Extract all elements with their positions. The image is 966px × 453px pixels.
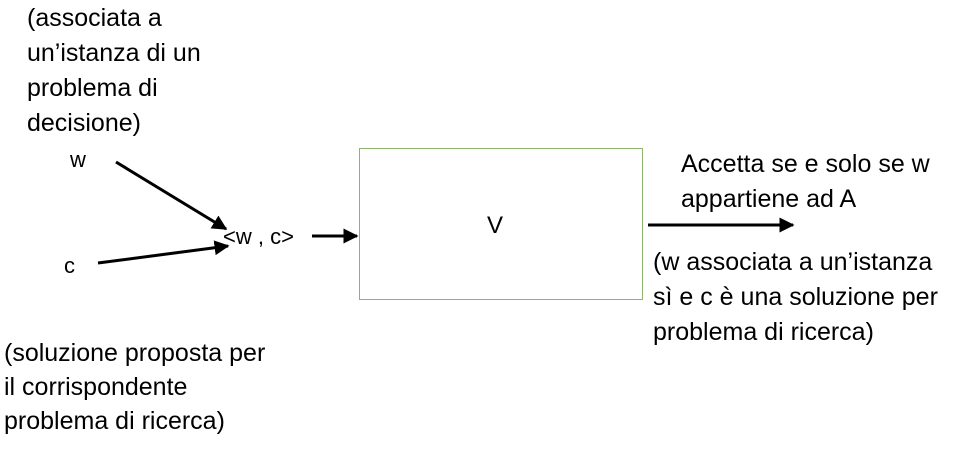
output-note-line-3: problema di ricerca) <box>653 318 874 346</box>
input-c-label: c <box>64 253 75 278</box>
decision-note-line-2: un’istanza di un <box>27 39 201 67</box>
output-note-line-1: (w associata a un’istanza <box>653 248 933 276</box>
bottom-note-line-3: problema di ricerca) <box>4 407 225 435</box>
arrow-w-to-pair <box>115 160 228 231</box>
verifier-label: V <box>487 212 504 239</box>
decision-note-line-4: decisione) <box>27 109 141 137</box>
input-w-label: w <box>70 147 86 172</box>
accept-line-1: Accetta se e solo se w <box>681 150 930 178</box>
pair-label: <w , c> <box>223 224 294 249</box>
bottom-note-line-2: il corrispondente <box>4 373 188 401</box>
arrow-c-to-pair <box>97 240 230 265</box>
accept-line-2: appartiene ad A <box>681 185 857 213</box>
bottom-note-line-1: (soluzione proposta per <box>4 339 266 367</box>
decision-note-line-1: (associata a <box>27 4 162 32</box>
verifier-box <box>359 148 643 300</box>
output-note-line-2: sì e c è una soluzione per <box>653 283 938 311</box>
decision-note-line-3: problema di <box>27 74 158 102</box>
